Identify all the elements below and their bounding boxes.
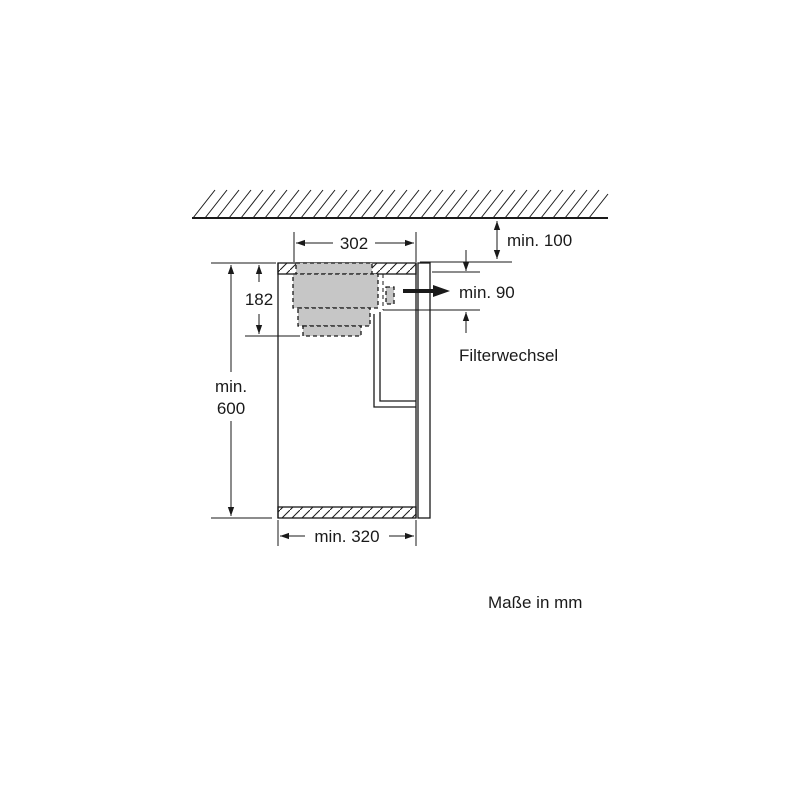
cabinet-door-panel [417,262,431,519]
height-182-label: 182 [245,290,273,309]
height-600-label-line2: 600 [217,399,245,418]
dimension-320: min. 320 [277,520,417,546]
filter-handle [385,286,395,305]
dimension-302: 302 [293,232,417,262]
dimension-182: 182 [245,262,300,337]
filter-clearance-label: min. 90 [459,283,515,302]
width-320-label: min. 320 [314,527,379,546]
filter-removal-arrow: min. 90 [403,283,515,302]
inner-partition [373,312,416,408]
filter-change-label: Filterwechsel [459,346,558,365]
height-600-label-line1: min. [215,377,247,396]
dimension-ceiling-clearance: min. 100 [420,221,572,263]
dimension-filter-clearance [432,250,480,333]
appliance-unit [292,262,480,337]
dimension-600: min. 600 [211,262,272,519]
ceiling-clearance-label: min. 100 [507,231,572,250]
ceiling-hatching [192,189,609,219]
cabinet-bottom-board [277,506,417,519]
units-note: Maße in mm [488,593,582,612]
width-302-label: 302 [340,234,368,253]
ceiling [192,189,609,219]
